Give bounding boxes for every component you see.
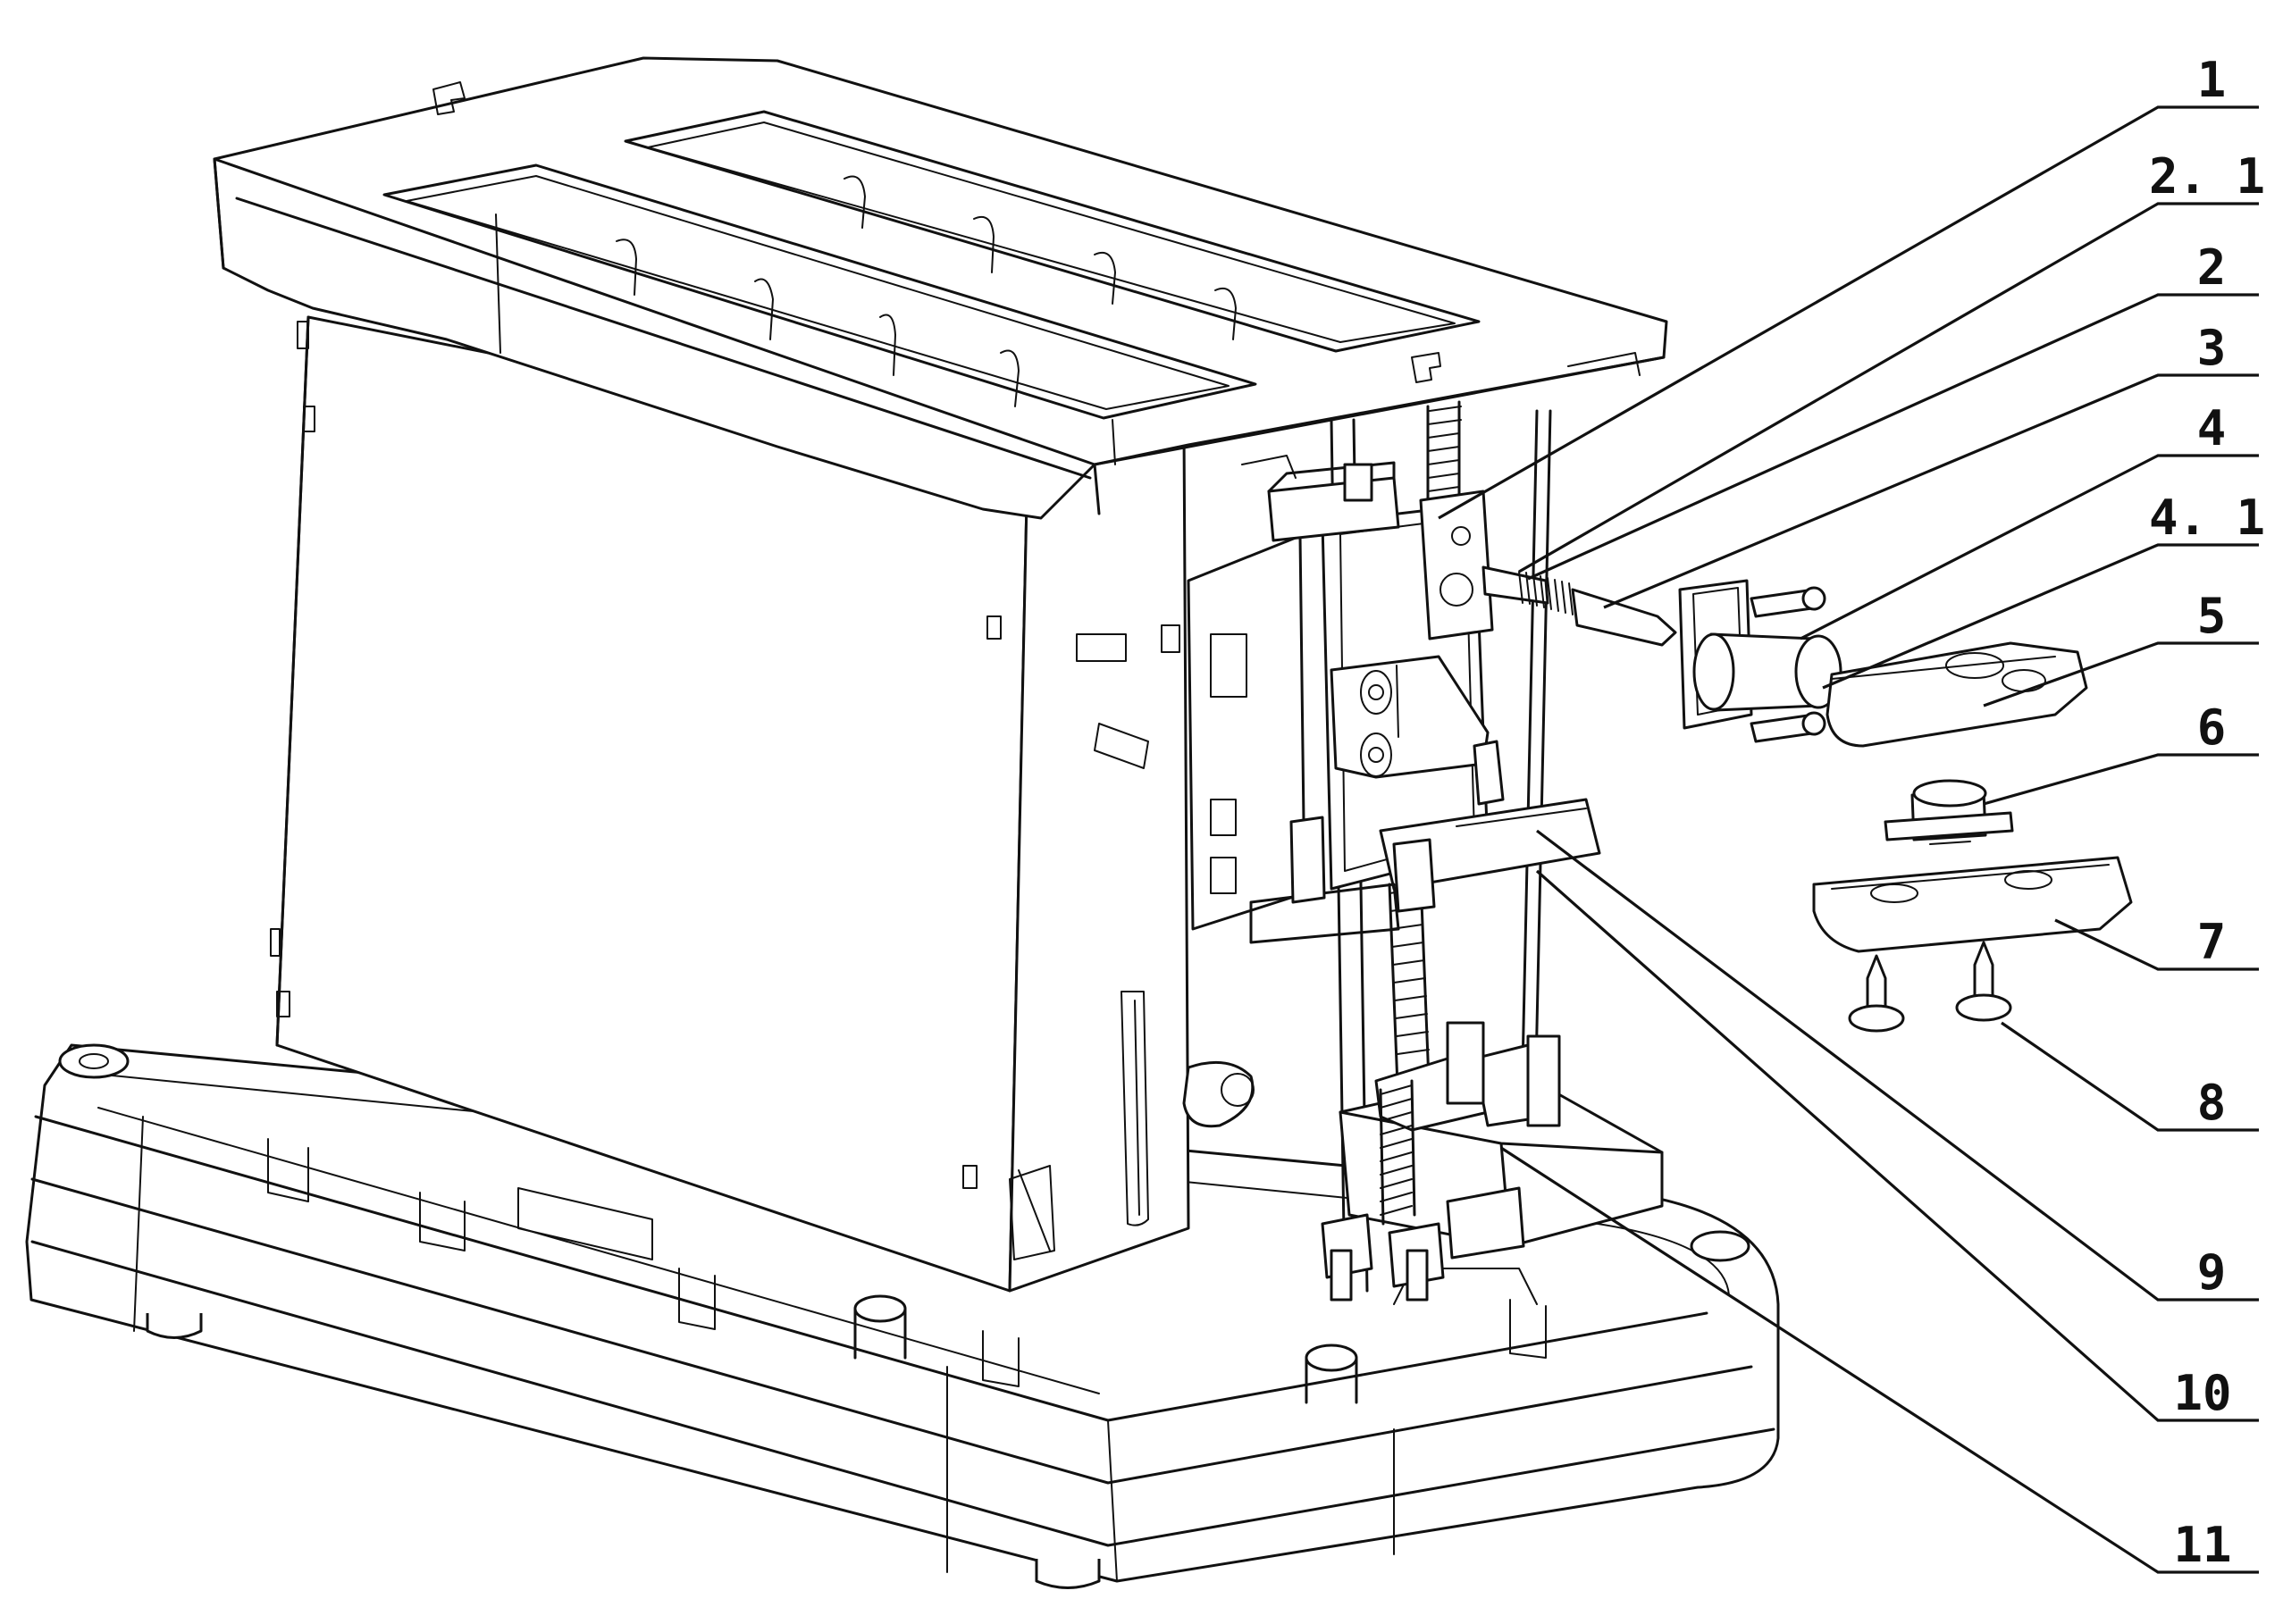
exploded-knob-parts bbox=[1481, 565, 2133, 1033]
callout-6: 6 bbox=[2197, 699, 2227, 756]
callout-11: 11 bbox=[2173, 1517, 2231, 1573]
callout-labels: 1 2. 1 2 3 4 4. 1 5 6 7 8 9 10 11 bbox=[2149, 52, 2265, 1573]
callout-9: 9 bbox=[2197, 1244, 2227, 1301]
callout-7: 7 bbox=[2197, 914, 2227, 970]
base-tray bbox=[25, 1043, 1780, 1589]
carriage-assembly bbox=[1187, 400, 1664, 1302]
callout-4: 4 bbox=[2197, 400, 2227, 456]
callout-2-1: 2. 1 bbox=[2149, 148, 2265, 205]
callout-2: 2 bbox=[2197, 239, 2227, 296]
callout-3: 3 bbox=[2197, 320, 2227, 376]
leader-lines bbox=[1438, 105, 2259, 1574]
callout-5: 5 bbox=[2197, 588, 2227, 644]
top-cover bbox=[213, 56, 1668, 520]
callout-1: 1 bbox=[2197, 52, 2227, 108]
toaster-chassis bbox=[270, 315, 1255, 1293]
callout-4-1: 4. 1 bbox=[2149, 490, 2265, 546]
callout-10: 10 bbox=[2173, 1365, 2231, 1421]
callout-8: 8 bbox=[2197, 1075, 2227, 1131]
